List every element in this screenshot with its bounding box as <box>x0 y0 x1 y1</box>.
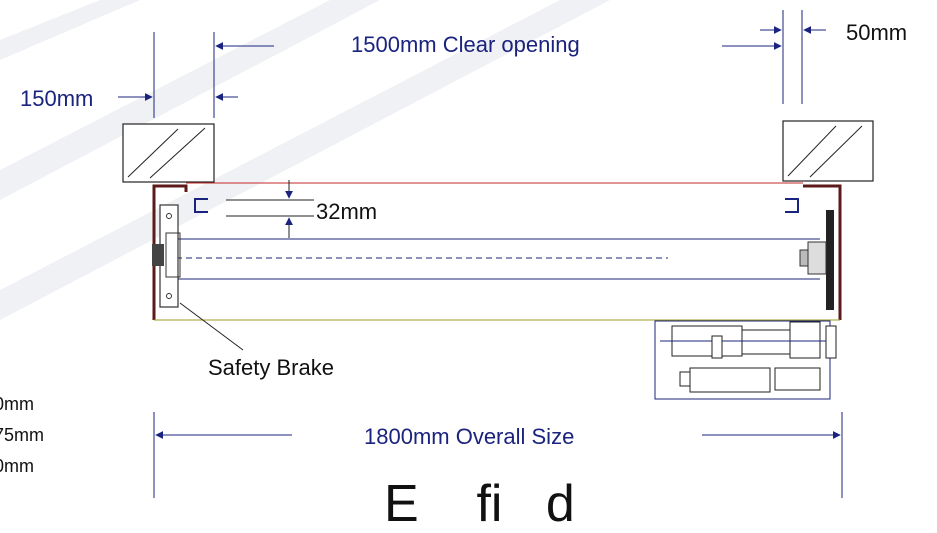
bottom-heading: E fi d <box>384 475 575 533</box>
left-wall-hatch <box>127 128 179 178</box>
truncated-dimension-1: 0mm <box>0 394 34 414</box>
right-frame-channel <box>803 184 842 320</box>
truncated-dimension-3: 0mm <box>0 456 34 476</box>
safety-brake-label: Safety Brake <box>208 355 334 380</box>
brake-housing <box>165 232 181 278</box>
motor-shaft <box>799 249 809 267</box>
safety-brake-body <box>152 244 164 266</box>
right-end-plate <box>826 210 834 310</box>
drawing-stage: 1500mm Clear opening 150mm 50mm 32mm Saf… <box>0 0 908 530</box>
technical-drawing <box>0 0 874 498</box>
left-margin-label: 150mm <box>20 86 94 111</box>
motor-head <box>807 241 827 275</box>
left-guide-rail <box>194 198 208 213</box>
motor-unit <box>654 320 837 400</box>
right-wall-hatch <box>787 125 837 177</box>
bolt-icon <box>166 213 172 219</box>
overall-size-label: 1800mm Overall Size <box>364 424 575 449</box>
right-guide-rail <box>785 198 799 213</box>
gap-label: 32mm <box>316 199 378 224</box>
bolt-icon <box>166 293 172 299</box>
right-wall-block <box>782 120 874 182</box>
right-wall-hatch-2 <box>809 125 863 178</box>
safety-brake-leader <box>179 302 244 351</box>
clear-opening-label: 1500mm Clear opening <box>351 32 580 57</box>
left-wall-hatch-2 <box>149 127 206 179</box>
right-margin-label: 50mm <box>846 20 908 45</box>
truncated-dimension-2: 75mm <box>0 425 45 445</box>
